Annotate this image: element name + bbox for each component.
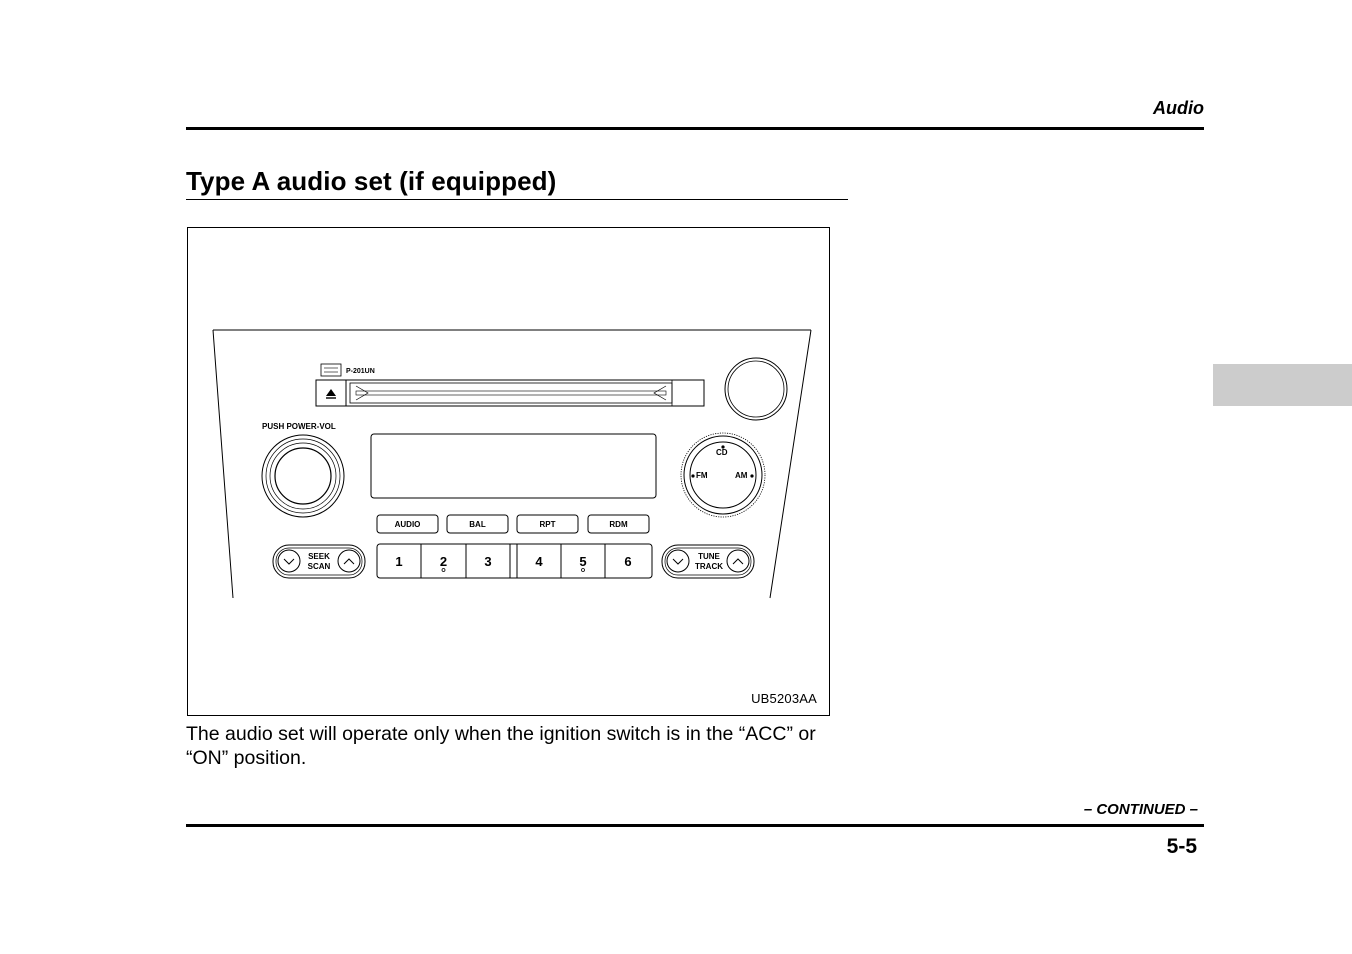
preset-button-1[interactable]: 1 xyxy=(395,554,402,569)
chapter-tab xyxy=(1213,364,1352,406)
track-label: TRACK xyxy=(695,562,723,571)
preset-6-label: 6 xyxy=(624,554,631,569)
preset-2-label: 2 xyxy=(440,554,447,569)
tune-label: TUNE xyxy=(698,552,720,561)
page-number: 5-5 xyxy=(1166,835,1197,858)
page-title: Type A audio set (if equipped) xyxy=(186,166,557,196)
preset-3-label: 3 xyxy=(484,554,491,569)
mode-am-label: AM xyxy=(735,471,748,480)
seek-scan-rocker[interactable]: SEEK SCAN xyxy=(272,544,366,579)
mode-dial[interactable]: CD FM AM xyxy=(680,432,766,518)
rdm-button[interactable]: RDM xyxy=(587,514,650,534)
preset-4-label: 4 xyxy=(535,554,543,569)
preset-button-6[interactable]: 6 xyxy=(624,554,631,569)
bottom-rule xyxy=(186,824,1204,827)
cd-logo-icon xyxy=(320,363,342,377)
rpt-button[interactable]: RPT xyxy=(516,514,579,534)
mode-cd-label: CD xyxy=(716,448,728,457)
mode-fm-label: FM xyxy=(696,471,708,480)
rdm-button-label: RDM xyxy=(609,520,628,529)
tune-down-icon[interactable] xyxy=(666,549,690,573)
audio-button[interactable]: AUDIO xyxy=(376,514,439,534)
preset-5-label: 5 xyxy=(579,554,586,569)
preset-1-label: 1 xyxy=(395,554,402,569)
continued-label: – CONTINUED – xyxy=(1083,801,1198,818)
scan-label: SCAN xyxy=(308,562,331,571)
seek-label: SEEK xyxy=(308,552,330,561)
tune-knob[interactable] xyxy=(724,357,788,421)
audio-button-label: AUDIO xyxy=(395,520,421,529)
disc-slot xyxy=(349,382,673,404)
audio-unit-figure: P-201UN PUSH POWER-VOL xyxy=(187,227,830,716)
preset-button-5[interactable]: 5 xyxy=(579,554,587,572)
body-paragraph: The audio set will operate only when the… xyxy=(186,723,816,769)
section-label: Audio xyxy=(1153,98,1204,118)
rpt-button-label: RPT xyxy=(540,520,556,529)
seek-up-icon[interactable] xyxy=(337,549,361,573)
display-screen xyxy=(370,433,657,499)
eject-icon xyxy=(326,389,336,396)
tune-up-icon[interactable] xyxy=(726,549,750,573)
preset-button-2[interactable]: 2 xyxy=(440,554,447,572)
model-label: P-201UN xyxy=(346,368,375,375)
bal-button[interactable]: BAL xyxy=(446,514,509,534)
top-rule xyxy=(186,127,1204,130)
figure-code: UB5203AA xyxy=(751,691,817,706)
power-vol-label: PUSH POWER-VOL xyxy=(262,422,336,431)
seek-down-icon[interactable] xyxy=(277,549,301,573)
power-volume-knob[interactable] xyxy=(261,434,345,518)
tune-track-rocker[interactable]: TUNE TRACK xyxy=(661,544,755,579)
title-rule xyxy=(186,199,848,200)
bal-button-label: BAL xyxy=(469,520,486,529)
audio-unit-drawing: P-201UN PUSH POWER-VOL xyxy=(212,329,812,599)
eject-button[interactable] xyxy=(315,379,347,407)
preset-button-4[interactable]: 4 xyxy=(535,554,543,569)
preset-button-3[interactable]: 3 xyxy=(484,554,491,569)
